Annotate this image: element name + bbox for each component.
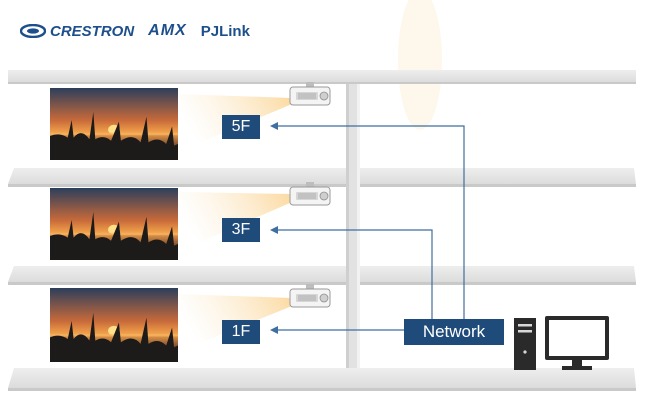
projection-screen-1f (50, 288, 178, 362)
crestron-logo-icon (20, 24, 46, 38)
floor-label-1f: 1F (222, 320, 260, 344)
brand-logos: CRESTRON AMX PJLink (20, 18, 250, 44)
amx-logo: AMX (148, 22, 187, 39)
pjlink-logo: PJLink (200, 22, 250, 40)
shelf-5f-bottom (8, 168, 636, 187)
network-lines (276, 125, 465, 331)
crestron-logo-text: CRESTRON (50, 22, 135, 40)
projection-screen-3f (50, 188, 178, 260)
line-network-to-3f (276, 229, 433, 319)
sunset-screen-image (50, 188, 178, 260)
network-label: Network (404, 319, 504, 345)
monitor-icon (545, 316, 609, 370)
sunset-screen-image (50, 88, 178, 160)
floor-label-5f: 5F (222, 115, 260, 139)
crestron-logo: CRESTRON (20, 24, 134, 39)
line-network-to-5f (276, 125, 465, 319)
shelf-1f-bottom (8, 368, 636, 391)
projection-screen-5f (50, 88, 178, 160)
center-pillar (346, 84, 360, 368)
shelf-top (8, 70, 636, 84)
shelf-3f-bottom (8, 266, 636, 285)
projector-icon (290, 284, 330, 307)
floor-label-3f: 3F (222, 218, 260, 242)
projector-icon (290, 82, 330, 105)
computer-tower-icon (514, 318, 536, 370)
sunset-screen-image (50, 288, 178, 362)
arrowheads (270, 122, 278, 334)
